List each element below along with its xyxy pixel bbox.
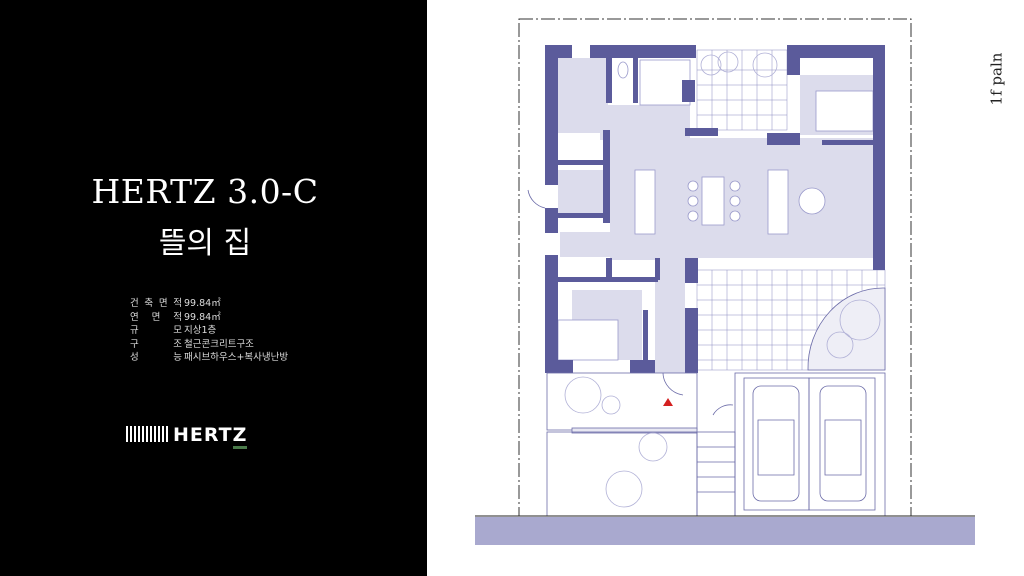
spec-value: 패시브하우스+복사냉난방	[184, 352, 289, 363]
garden-arc	[807, 287, 886, 371]
car-icon	[819, 385, 867, 502]
furniture	[557, 59, 874, 361]
car-icon	[752, 385, 800, 502]
project-subtitle: 뜰의 집	[158, 226, 252, 261]
spec-value: 철근콘크리트구조	[184, 338, 254, 350]
logo-bars-icon	[126, 426, 170, 442]
walls	[545, 45, 885, 373]
hertz-logo: HERTZ	[126, 424, 248, 449]
spec-value: 99.84㎡	[184, 311, 221, 323]
plan-label: 1f paln	[987, 52, 1006, 106]
road	[475, 517, 975, 545]
spec-value: 99.84㎡	[184, 298, 221, 309]
entrance-marker	[663, 398, 673, 406]
project-title: HERTZ 3.0-C	[91, 172, 319, 211]
spec-value: 지상1층	[184, 325, 217, 336]
